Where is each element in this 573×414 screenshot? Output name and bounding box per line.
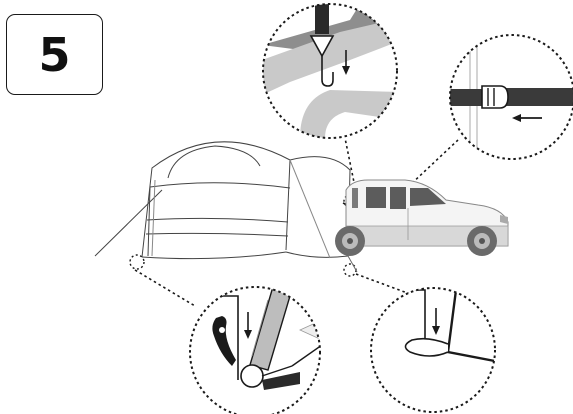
step-badge: 5 [6,14,103,95]
down-arrow-icon [342,50,350,75]
tent [94,141,358,273]
tent-stake-hook-detail [189,286,321,414]
detail-markers [129,194,357,277]
car-attachment-hook-detail [262,3,398,139]
tent-stake-loop-detail [370,287,496,413]
vehicle [335,179,509,256]
buckle-strap-detail [449,34,573,160]
left-arrow-icon [512,114,542,122]
step-number: 5 [38,27,71,82]
